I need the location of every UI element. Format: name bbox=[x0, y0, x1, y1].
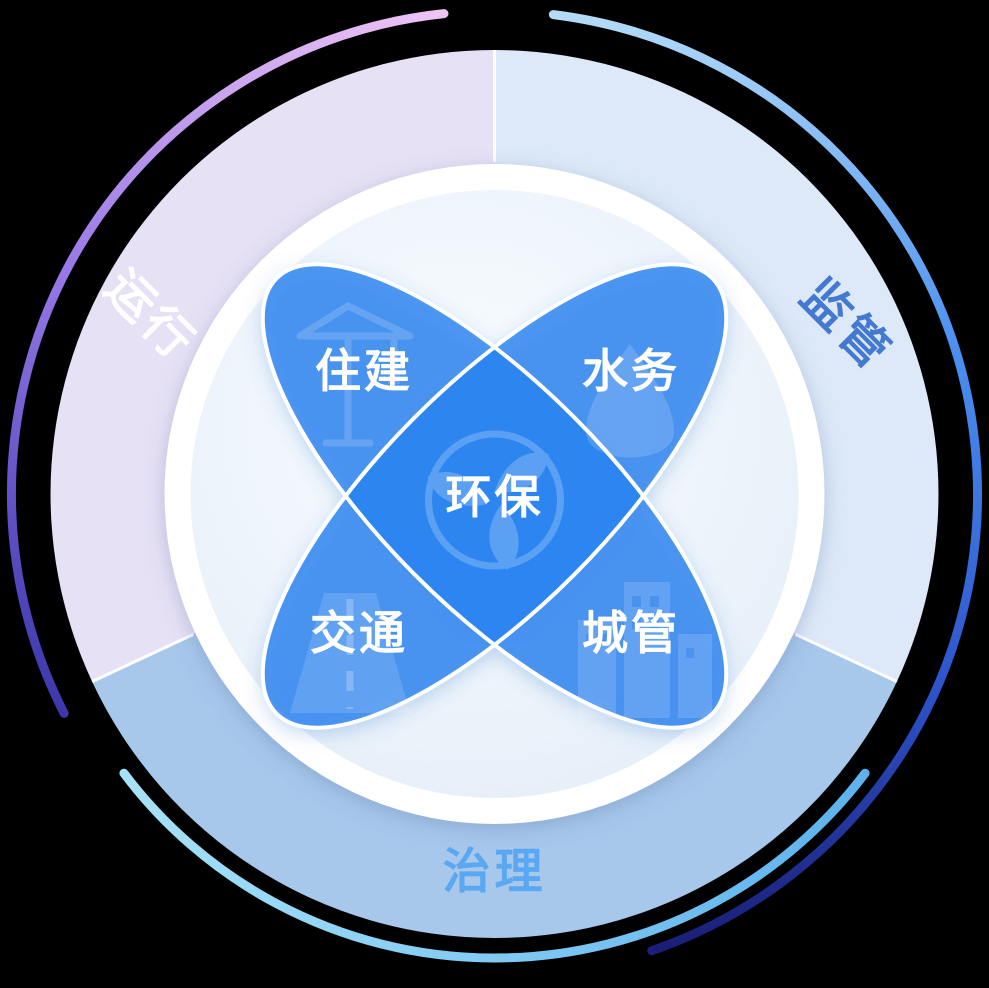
petal-outline-ne-sw bbox=[260, 262, 729, 730]
sector-label-governance[interactable]: 治理 bbox=[442, 846, 546, 899]
center-label-environment[interactable]: 环保 bbox=[446, 471, 544, 523]
outer-arc-bottom bbox=[119, 768, 870, 963]
sector-dividers bbox=[91, 50, 898, 683]
water-drop-icon bbox=[586, 344, 674, 458]
outer-arc-left bbox=[6, 9, 449, 718]
petal-label-housing[interactable]: 住建 bbox=[315, 345, 413, 397]
petal-fills bbox=[262, 264, 727, 728]
petal-ellipse-ne-sw bbox=[262, 264, 727, 728]
outer-arc-right bbox=[548, 10, 982, 956]
petal-flower: 住建 水务 交通 城管 环保 bbox=[260, 262, 729, 730]
tower-crane-icon bbox=[296, 302, 414, 447]
highway-icon bbox=[290, 593, 410, 713]
sector-divider-left bbox=[91, 632, 195, 683]
petal-label-urban-mgmt[interactable]: 城管 bbox=[582, 607, 680, 659]
petal-outlines bbox=[260, 262, 729, 730]
city-buildings-icon bbox=[578, 582, 712, 718]
outer-arcs bbox=[6, 9, 982, 963]
sector-divider-right bbox=[794, 632, 898, 683]
petal-label-traffic[interactable]: 交通 bbox=[310, 607, 408, 659]
eco-ring-icon bbox=[425, 430, 564, 570]
petal-outline-nw-se bbox=[260, 262, 729, 730]
petal-label-water[interactable]: 水务 bbox=[582, 345, 680, 397]
